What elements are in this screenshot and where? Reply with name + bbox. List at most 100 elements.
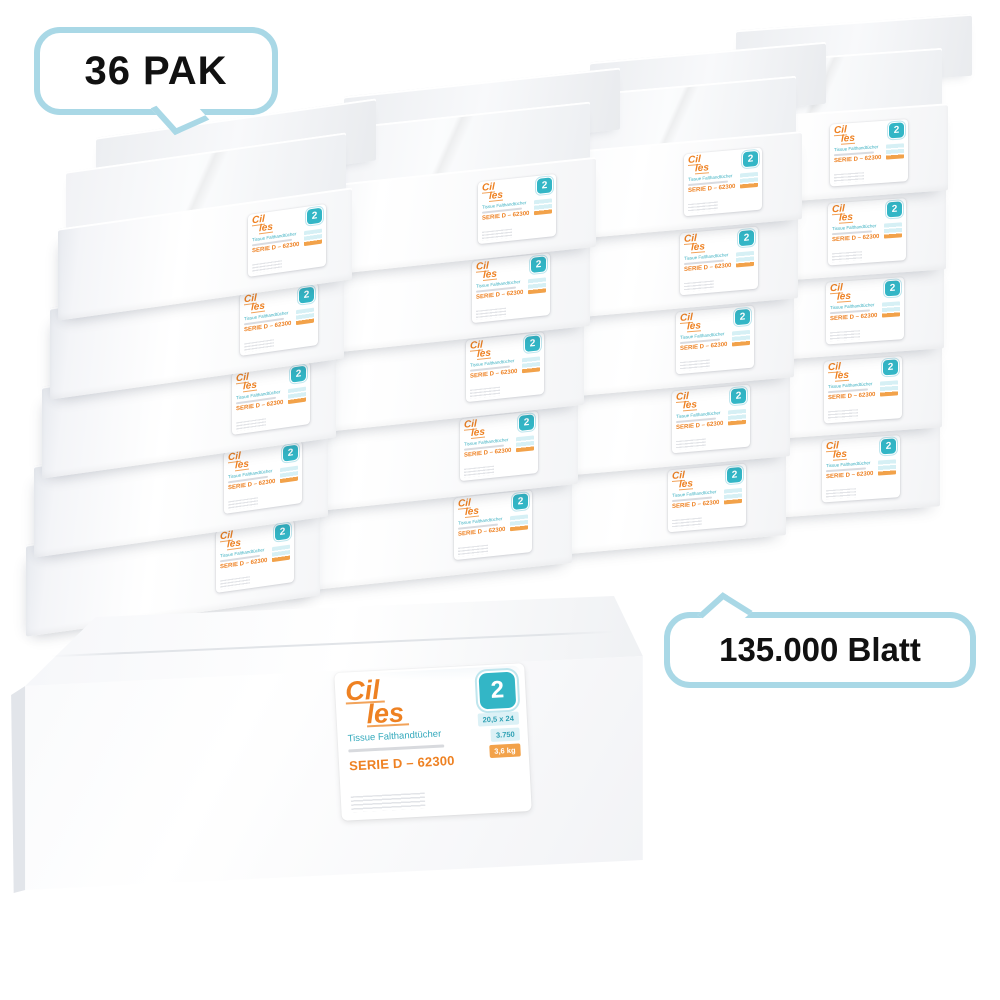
address-bars xyxy=(832,251,862,263)
brand-line2: les xyxy=(695,162,709,175)
spec-chip-size: 20,5 x 24 xyxy=(477,711,520,727)
address-bars xyxy=(830,330,860,342)
brand-line2: les xyxy=(235,458,249,472)
spec-chip-weight: 3,6 kg xyxy=(488,743,521,759)
address-bars xyxy=(350,792,426,813)
sheet-count-text: 135.000 Blatt xyxy=(719,631,921,668)
ply-badge: 2 xyxy=(885,280,900,297)
brand-line2: les xyxy=(465,505,479,519)
spec-chip-sheets: 3.750 xyxy=(490,727,521,742)
front-box-side xyxy=(11,686,26,893)
spec-chips xyxy=(522,356,540,374)
ply-badge: 2 xyxy=(525,335,540,352)
spec-chips xyxy=(732,329,750,347)
spec-chips xyxy=(736,250,754,268)
address-bars xyxy=(482,228,512,241)
address-bars xyxy=(828,409,858,421)
address-bars xyxy=(688,201,718,214)
address-bars xyxy=(228,497,258,511)
ply-badge: 2 xyxy=(531,256,546,273)
spec-chips: 20,5 x 24 3.750 3,6 kg xyxy=(477,711,521,759)
spec-chips xyxy=(740,171,758,189)
spec-chips xyxy=(728,408,746,426)
brand-line2: les xyxy=(683,399,697,412)
sheet-count-bubble: 135.000 Blatt xyxy=(664,612,976,688)
address-bars xyxy=(236,418,266,432)
spec-chips xyxy=(280,465,298,484)
address-bars xyxy=(220,576,250,590)
address-bars xyxy=(244,339,274,353)
spec-chips xyxy=(272,544,290,563)
ply-badge: 2 xyxy=(731,387,746,405)
ply-badge: 2 xyxy=(478,671,517,710)
brand-line2: les xyxy=(227,537,241,551)
spec-chips xyxy=(510,514,528,532)
spec-chips xyxy=(516,435,534,453)
front-box-face xyxy=(25,656,643,890)
address-bars xyxy=(680,359,710,372)
brand-line2: les xyxy=(483,268,497,282)
address-bars xyxy=(826,488,856,500)
address-bars xyxy=(252,260,282,274)
spec-chips xyxy=(882,301,900,318)
spec-chips xyxy=(296,307,314,326)
brand-line2: les xyxy=(243,379,257,393)
brand-line2: les xyxy=(687,320,701,333)
spec-chips xyxy=(724,487,742,505)
subtext-bar xyxy=(348,744,445,753)
brand-line2: les xyxy=(839,211,853,224)
address-bars xyxy=(464,465,494,478)
ply-badge: 2 xyxy=(283,444,298,462)
brand-line2: les xyxy=(471,426,485,440)
ply-badge: 2 xyxy=(883,359,898,376)
brand-line2: les xyxy=(837,290,851,303)
address-bars xyxy=(672,517,702,530)
spec-chips xyxy=(884,222,902,239)
product-name: Tissue Falthandtücher xyxy=(826,460,871,469)
ply-badge: 2 xyxy=(513,493,528,510)
brand-line2: les xyxy=(489,189,503,203)
product-name: Tissue Falthandtücher xyxy=(828,381,873,390)
brand-line2: les xyxy=(251,300,265,314)
